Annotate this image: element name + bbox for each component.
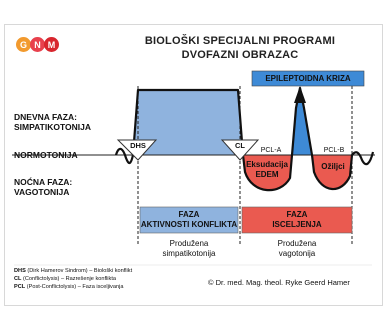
logo-letter-g: G [16,37,31,52]
cl-marker-label: CL [235,141,245,150]
scars-label: Ožiljci [321,162,345,171]
dhs-triangle-icon [116,139,158,161]
night-phase-label-line2: VAGOTONIJA [14,187,70,197]
title-line-1: BIOLOŠKI SPECIJALNI PROGRAMI [144,35,336,47]
legend-dhs-text: (Dirk Hamerov Sindrom) – Biološki konfli… [27,268,133,274]
legend-pcl: PCL (Post-Conflictolysis) – Faza iscelji… [14,284,123,291]
healing-phase-label-line2: ISCELJENJA [272,220,322,229]
gnm-logo: G N M [16,37,59,52]
dhs-marker-label: DHS [130,141,146,150]
crisis-box [251,70,365,87]
healing-phase-box [241,206,353,234]
legend-cl-abbr: CL [14,276,22,282]
day-phase-label-line1: DNEVNA FAZA: [14,112,77,122]
legend-pcl-abbr: PCL [14,284,26,290]
legend-cl-text: (Conflictolysis) – Razrešenje konflikta [23,276,116,282]
pcl-b-label: PCL-B [323,147,345,154]
healing-pcl-b-area [312,155,352,190]
legend-pcl-text: (Post-Conflictolysis) – Faza isceljivanj… [26,284,124,290]
biphasic-curve [114,86,375,192]
sympathicotonia-label-line2: simpatikotonija [162,249,216,258]
legend-dhs-abbr: DHS [14,268,26,274]
logo-letter-m: M [44,37,59,52]
cl-triangle-icon [220,139,260,161]
vagotonia-label-line2: vagotonija [278,249,316,258]
pcl-a-label: PCL-A [260,147,282,154]
conflict-phase-box [139,206,239,234]
logo-letter-n: N [30,37,45,52]
exudation-label-line1: Eksudacija [246,160,288,169]
exudation-label-line2: EDEM [255,170,279,179]
conflict-phase-area [133,90,243,155]
vagotonia-label-line1: Produžena [277,239,317,248]
normotonia-label: NORMOTONIJA [14,150,78,160]
day-phase-label-line2: SIMPATIKOTONIJA [14,122,91,132]
conflict-phase-label-line2: AKTIVNOSTI KONFLIKTA [140,220,238,229]
healing-phase-label-line1: FAZA [286,210,308,219]
sympathicotonia-label-line1: Produžena [169,239,209,248]
title-line-2: DVOFAZNI OBRAZAC [181,49,299,61]
conflict-phase-label-line1: FAZA [178,210,200,219]
legend-dhs: DHS (Dirk Hamerov Sindrom) – Biološki ko… [14,268,132,275]
crisis-arrow-icon [294,86,306,103]
crisis-label: EPILEPTOIDNA KRIZA [265,74,351,83]
copyright-credit: © Dr. med. Mag. theol. Ryke Geerd Hamer [208,278,350,287]
healing-pcl-a-area [243,155,292,191]
night-phase-label-line1: NOĆNA FAZA: [14,177,73,187]
legend-cl: CL (Conflictolysis) – Razrešenje konflik… [14,276,116,283]
